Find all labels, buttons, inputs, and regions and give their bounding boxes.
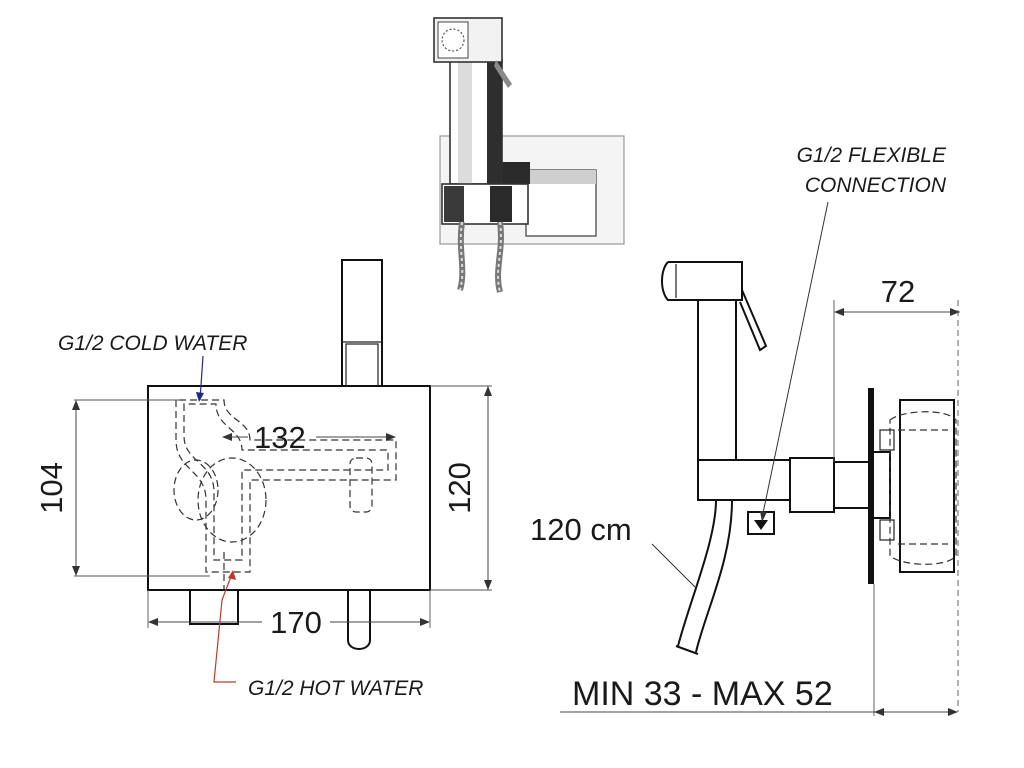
- flexible-label-line2: CONNECTION: [805, 174, 947, 197]
- hot-water-label: G1/2 HOT WATER: [248, 677, 423, 700]
- flexible-label-line1: G1/2 FLEXIBLE: [797, 144, 947, 167]
- cold-water-label: G1/2 COLD WATER: [58, 332, 247, 355]
- dimension-120: 120: [442, 462, 477, 514]
- side-view: [560, 201, 960, 716]
- front-view: [72, 259, 492, 683]
- dimension-min-max: MIN 33 - MAX 52: [572, 675, 833, 713]
- dimension-132: 132: [254, 420, 306, 455]
- dimension-104: 104: [34, 462, 69, 514]
- dimension-72: 72: [881, 274, 915, 309]
- hose-length-label: 120 cm: [530, 512, 632, 547]
- dimension-170: 170: [270, 605, 322, 640]
- product-photo: [433, 17, 625, 293]
